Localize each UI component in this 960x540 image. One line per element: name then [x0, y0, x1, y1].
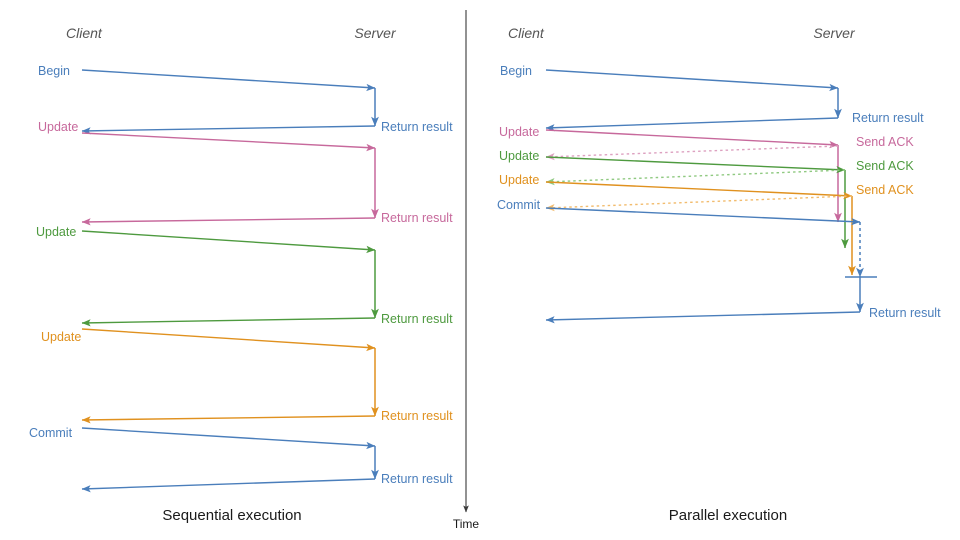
left-message-label-3: Return result — [381, 211, 453, 225]
left-message-label-5: Return result — [381, 312, 453, 326]
right-message-label-2: Update — [499, 125, 539, 139]
left-message-label-4: Update — [36, 225, 76, 239]
right-message-arrow-2 — [545, 129, 839, 149]
right-message-arrow-8 — [545, 207, 861, 226]
left-message-arrow-4 — [81, 230, 376, 254]
time-axis-label: Time — [453, 517, 480, 531]
left-message-label-6: Update — [41, 330, 81, 344]
right-panel-group — [545, 69, 877, 324]
right-message-label-9: Return result — [869, 306, 941, 320]
right-message-label-6: Update — [499, 173, 539, 187]
left-message-label-8: Commit — [29, 426, 73, 440]
right-message-label-5: Send ACK — [856, 159, 914, 173]
right-message-arrow-1 — [545, 117, 839, 132]
left-message-label-2: Update — [38, 120, 78, 134]
right-message-arrow-3 — [545, 145, 839, 161]
right-message-label-1: Return result — [852, 111, 924, 125]
right-message-label-4: Update — [499, 149, 539, 163]
right-panel-caption: Parallel execution — [669, 507, 787, 524]
left-message-arrow-5 — [81, 317, 376, 327]
right-client-lane-title: Client — [508, 25, 545, 41]
left-panel-group — [81, 69, 379, 493]
right-server-lane-title: Server — [813, 25, 856, 41]
left-message-arrow-1 — [81, 125, 376, 135]
left-panel-caption: Sequential execution — [162, 507, 301, 524]
right-message-arrow-7 — [545, 195, 853, 212]
right-message-arrow-6 — [545, 181, 853, 200]
right-message-arrow-9 — [545, 311, 861, 324]
right-message-label-8: Commit — [497, 198, 541, 212]
left-message-arrow-3 — [81, 217, 376, 226]
right-message-label-7: Send ACK — [856, 183, 914, 197]
left-client-lane-title: Client — [66, 25, 103, 41]
left-message-label-7: Return result — [381, 409, 453, 423]
left-message-label-9: Return result — [381, 472, 453, 486]
left-message-arrow-7 — [81, 415, 376, 424]
left-message-arrow-2 — [81, 132, 376, 152]
left-server-lane-title: Server — [354, 25, 397, 41]
left-message-arrow-8 — [81, 427, 376, 450]
right-message-arrow-4 — [545, 156, 846, 174]
right-message-label-3: Send ACK — [856, 135, 914, 149]
left-message-arrow-6 — [81, 328, 376, 352]
right-message-label-0: Begin — [500, 64, 532, 78]
right-message-arrow-5 — [545, 169, 846, 186]
left-message-arrow-9 — [81, 478, 376, 493]
left-message-arrow-0 — [81, 69, 376, 92]
left-message-label-1: Return result — [381, 120, 453, 134]
left-message-label-0: Begin — [38, 64, 70, 78]
right-message-arrow-0 — [545, 69, 839, 92]
